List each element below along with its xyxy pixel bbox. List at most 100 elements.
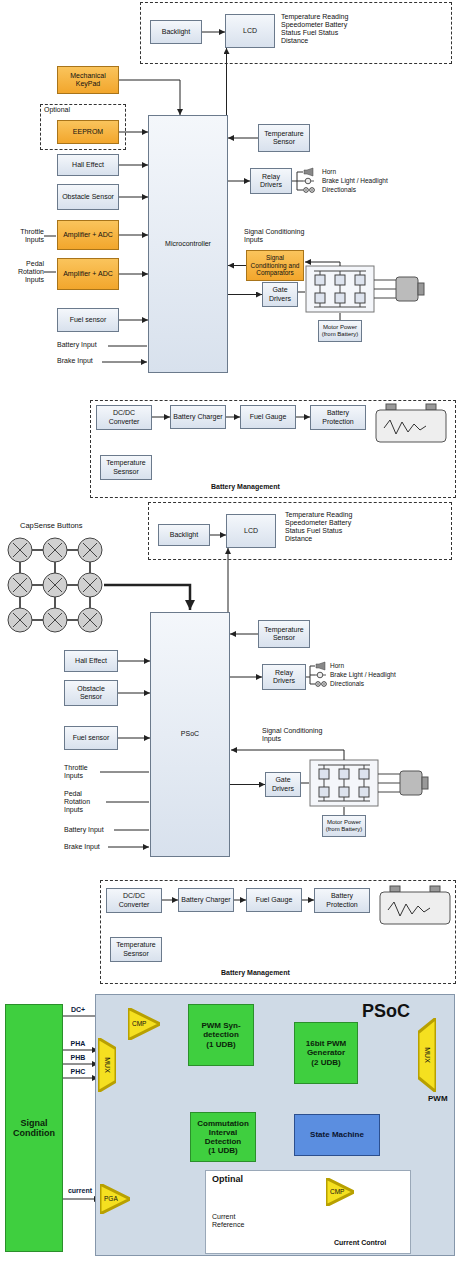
signal-label: Battery Input [57, 341, 107, 349]
node-text: Battery Charger [173, 413, 222, 421]
signal-arrow [228, 181, 250, 182]
text-wrap: Fuel Gauge [254, 895, 295, 905]
input-box: EEPROM [57, 120, 119, 144]
signal-label: Brake Light / Headlight [322, 177, 432, 184]
node-text: Backlight [162, 28, 190, 36]
node-text: Current Control [334, 1239, 408, 1247]
signal-arrow [119, 274, 148, 275]
signal-arrow [230, 784, 265, 785]
text-wrap: State Machine [308, 1129, 366, 1140]
amplifier-symbol: PGA [100, 1184, 130, 1214]
text-wrap: PSoC [179, 729, 201, 739]
signal-label: Directionals [322, 186, 382, 193]
node-text: CMP [330, 1188, 344, 1195]
signal-arrow [226, 417, 240, 418]
node-text: Battery Management [211, 483, 351, 491]
text-wrap: PGA [102, 1194, 120, 1203]
input-arrow [44, 236, 147, 362]
text-wrap: EEPROM [71, 127, 105, 137]
signal-arrow [118, 661, 150, 662]
node-text: Commutation Interval Detection [193, 1119, 253, 1147]
process-box: Backlight [150, 20, 202, 44]
sensor-box: Temperature Sesnsor [100, 455, 152, 480]
node-text: Temperature Reading Speedometer Battery … [281, 13, 365, 45]
text-wrap: Battery Protection [311, 408, 365, 426]
edge-label: PHA [71, 1040, 86, 1047]
driver-box: Relay Drivers [250, 168, 292, 194]
inverter-bridge-motor [310, 760, 428, 806]
bridge-wire [298, 262, 340, 320]
text-wrap: Fuel sensor [68, 315, 109, 325]
udb-block: PWM Syn-detection(1 UDB) [188, 1004, 254, 1066]
input-arrows [44, 236, 149, 847]
udb-block: Commutation Interval Detection(1 UDB) [190, 1112, 256, 1162]
node-text: PGA [104, 1195, 118, 1202]
capsense-button [78, 608, 102, 632]
sensor-box: Fuel sensor [64, 726, 118, 750]
text-wrap: Fuel Gauge [248, 412, 289, 422]
signal-label: Pedal Rotation Inputs [2, 260, 44, 284]
signal-arrow [63, 1050, 98, 1051]
capsense-button [78, 573, 102, 597]
node-text: State Machine [310, 1130, 364, 1139]
comparator-symbol: CMP [128, 1008, 160, 1040]
signal-label: Signal Conditioning Inputs [262, 727, 334, 743]
text-wrap: LCD [242, 526, 260, 536]
text-wrap: Hall Effect [73, 656, 109, 666]
display-group: Temperature Reading Speedometer Battery … [140, 2, 452, 64]
node-text: PSoC [362, 1001, 422, 1022]
signal-block: Signal Condition [5, 1004, 63, 1252]
capsense-button [8, 608, 32, 632]
signal-label: Directionals [330, 680, 390, 687]
node-text: Fuel Gauge [250, 413, 287, 421]
relay-load-icons [303, 168, 314, 192]
process-box: Battery Protection [314, 888, 370, 913]
sensor-box: Hall Effect [64, 650, 118, 672]
node-text: PWM Syn-detection [191, 1021, 251, 1039]
relay-wire [292, 172, 303, 190]
node-text: (2 UDB) [297, 1058, 355, 1067]
mux-symbol: MUX [418, 1018, 436, 1092]
process-box: Fuel Gauge [240, 405, 296, 429]
node-text: Gate Drivers [268, 776, 298, 792]
text-wrap: Hall Effect [70, 160, 106, 170]
node-text: Backlight [170, 531, 198, 539]
node-text: Mechanical KeyPad [60, 72, 116, 88]
signal-arrow [234, 900, 246, 901]
text-wrap: Backlight [168, 530, 200, 540]
node-text: MUX [423, 1047, 431, 1063]
text-wrap: Battery Protection [315, 891, 369, 909]
node-text: Optional [44, 106, 104, 114]
relay-load-icons [315, 662, 326, 686]
signal-label: PWM [428, 1094, 455, 1103]
signal-label: Battery Input [64, 826, 114, 834]
signal-arrow [118, 693, 150, 694]
sensor-box: Obstacle Sensor [57, 184, 119, 210]
text-wrap: 16bit PWM Generator(2 UDB) [295, 1038, 357, 1068]
signal-label: Signal Conditioning Inputs [244, 228, 324, 244]
signal-arrow [230, 634, 258, 635]
node-text: Hall Effect [75, 657, 107, 665]
driver-box: Gate Drivers [265, 772, 301, 797]
signal-label: Brake Input [64, 843, 114, 851]
text-wrap: Obstacle Sensor [65, 684, 117, 702]
chip-panel: PSoCMUXCMPPWM Syn-detection(1 UDB)Commut… [95, 994, 455, 1256]
node-text: Fuel Gauge [256, 896, 293, 904]
node-text: Amplifier + ADC [63, 270, 113, 278]
sensor-box: Fuel sensor [57, 308, 119, 332]
node-text: Relay Drivers [265, 669, 303, 685]
text-wrap: PWM Syn-detection(1 UDB) [189, 1020, 253, 1050]
node-text: Amplifier + ADC [63, 231, 113, 239]
text-wrap: Gate Drivers [266, 775, 300, 793]
process-box: DC/DC Converter [106, 888, 162, 913]
signal-arrow [230, 677, 262, 678]
node-text: Current Reference [212, 1213, 260, 1229]
signal-arrow [228, 294, 262, 295]
node-text: Battery Protection [317, 892, 367, 908]
signal-arrow [226, 48, 227, 115]
controller-box: Microcontroller [148, 115, 228, 373]
node-text: (1 UDB) [193, 1146, 253, 1155]
process-box: Fuel Gauge [246, 888, 302, 912]
node-text: Battery Management [221, 969, 361, 977]
adc-box: Amplifier + ADC [57, 258, 119, 290]
